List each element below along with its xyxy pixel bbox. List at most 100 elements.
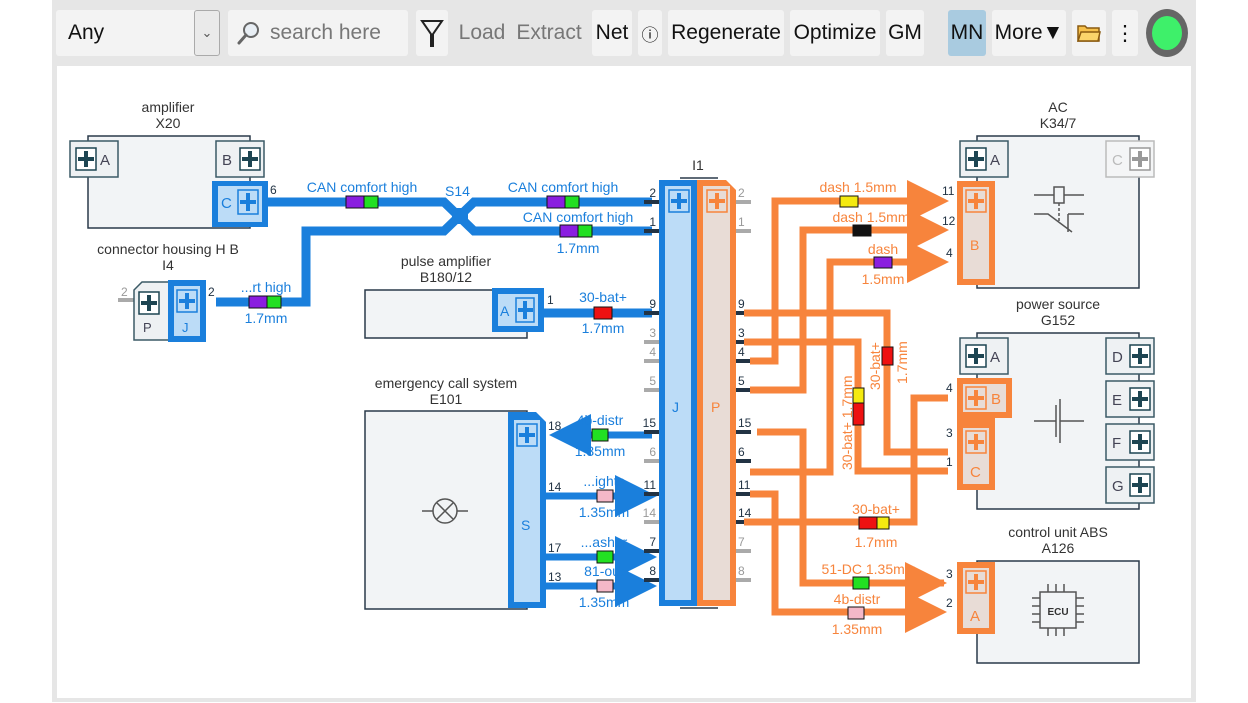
optimize-button[interactable]: Optimize: [790, 10, 880, 56]
svg-text:1.35mm: 1.35mm: [579, 504, 630, 520]
component-inline-I1[interactable]: I1 J P: [659, 157, 736, 609]
svg-text:51-DC 1.35mm: 51-DC 1.35mm: [822, 561, 917, 577]
wiring-diagram[interactable]: amplifier X20 A B C 6 connector housing …: [57, 66, 1191, 698]
svg-text:17: 17: [548, 541, 562, 555]
more-menu-button[interactable]: More▼: [992, 10, 1066, 56]
svg-text:J: J: [182, 320, 189, 335]
component-pulse-amplifier[interactable]: pulse amplifier B180/12 A 1: [364, 253, 554, 339]
status-indicator[interactable]: [1146, 9, 1188, 57]
pin-label: 8: [738, 564, 745, 578]
wire-label: CAN comfort high: [523, 209, 633, 225]
svg-text:3: 3: [946, 426, 953, 440]
splice-S14[interactable]: [452, 208, 468, 224]
connector-housing-id: I4: [162, 257, 174, 273]
pin-label: 7: [649, 535, 656, 549]
svg-text:A: A: [100, 152, 110, 169]
open-folder-button[interactable]: [1072, 10, 1106, 56]
svg-text:4b-distr: 4b-distr: [834, 591, 881, 607]
connector-A[interactable]: A: [69, 140, 119, 178]
load-button[interactable]: Load: [458, 21, 506, 44]
gm-button[interactable]: GM: [886, 10, 924, 56]
search-placeholder: search here: [270, 21, 381, 44]
svg-text:81-out: 81-out: [584, 563, 624, 579]
component-emergency-call-system[interactable]: emergency call system E101 S 18 14 17 13: [364, 375, 562, 610]
relay-icon: [1034, 186, 1084, 233]
component-amplifier[interactable]: amplifier X20 A B C 6: [69, 99, 277, 229]
svg-text:1: 1: [946, 455, 953, 469]
filter-select[interactable]: Any: [56, 10, 220, 56]
chevron-down-icon[interactable]: ⌄: [194, 10, 220, 56]
pin-label: 4: [649, 345, 656, 359]
regenerate-button[interactable]: Regenerate: [668, 10, 784, 56]
pin-label: 9: [738, 297, 745, 311]
net-button[interactable]: Net: [592, 10, 632, 56]
connector-C[interactable]: C: [212, 181, 268, 227]
pin-label: 3: [738, 326, 745, 340]
svg-text:K34/7: K34/7: [1040, 115, 1077, 131]
svg-text:11: 11: [942, 184, 955, 198]
svg-text:P: P: [143, 320, 152, 335]
pin-label: 15: [738, 416, 752, 430]
svg-text:1.5mm: 1.5mm: [862, 271, 905, 287]
kebab-menu-button[interactable]: ⋮: [1112, 10, 1138, 56]
svg-text:E101: E101: [430, 391, 463, 407]
extract-button[interactable]: Extract: [516, 21, 582, 44]
svg-text:dash 1.5mm: dash 1.5mm: [832, 209, 909, 225]
svg-text:pulse amplifier: pulse amplifier: [401, 253, 492, 269]
funnel-icon: [420, 20, 444, 47]
pin-label: 7: [738, 535, 745, 549]
diagram-canvas[interactable]: amplifier X20 A B C 6 connector housing …: [57, 66, 1191, 698]
connector-B[interactable]: B: [215, 140, 265, 178]
component-connector-housing[interactable]: connector housing H B I4 2 P J 2: [97, 241, 239, 342]
ecu-chip-icon: [1032, 584, 1084, 636]
wire-label: CAN comfort high: [508, 179, 618, 195]
svg-text:G152: G152: [1041, 312, 1075, 328]
pin-label: 15: [643, 416, 657, 430]
connector-housing-name: connector housing H B: [97, 241, 239, 257]
pin-label: 11: [738, 478, 751, 492]
svg-text:1.35mm: 1.35mm: [579, 594, 630, 610]
connector-label: G: [1112, 478, 1124, 495]
filter-button[interactable]: [416, 10, 448, 56]
component-abs[interactable]: control unit ABS A126 A 3 2 ECU: [946, 524, 1140, 664]
pin-label: 14: [643, 506, 657, 520]
info-button[interactable]: ⓘ: [638, 10, 662, 56]
svg-text:A126: A126: [1042, 540, 1075, 556]
svg-text:AC: AC: [1048, 99, 1067, 115]
svg-text:1.7mm: 1.7mm: [557, 240, 600, 256]
search-input[interactable]: search here: [228, 10, 408, 56]
svg-text:P: P: [711, 399, 720, 415]
svg-text:30-bat+: 30-bat+: [867, 342, 883, 390]
connector-label: D: [1112, 349, 1123, 366]
svg-text:power source: power source: [1016, 296, 1100, 312]
svg-text:J: J: [672, 399, 679, 415]
splice-label: S14: [445, 183, 470, 199]
component-ac[interactable]: AC K34/7 A C B 11 12 4: [942, 99, 1155, 289]
svg-text:B: B: [991, 391, 1001, 408]
filter-select-value: Any: [68, 21, 105, 44]
svg-text:30-bat+ 1.7mm: 30-bat+ 1.7mm: [839, 375, 855, 470]
search-icon: [237, 22, 259, 45]
svg-text:14: 14: [548, 480, 562, 494]
svg-text:4: 4: [946, 246, 953, 260]
pin-label: 4: [738, 345, 745, 359]
connector-label: E: [1112, 392, 1122, 409]
svg-text:6: 6: [270, 183, 277, 197]
wire-group-orange[interactable]: [744, 180, 949, 633]
pin-label: 9: [649, 297, 656, 311]
svg-text:dash: dash: [868, 241, 898, 257]
svg-text:4b-distr: 4b-distr: [577, 412, 624, 428]
mn-button[interactable]: MN: [948, 10, 986, 56]
svg-text:A: A: [970, 608, 980, 625]
svg-text:1: 1: [547, 293, 554, 307]
svg-text:...ights: ...ights: [583, 473, 624, 489]
svg-text:A: A: [990, 152, 1000, 169]
svg-text:2: 2: [121, 285, 128, 299]
svg-text:A: A: [990, 349, 1000, 366]
svg-text:B: B: [970, 237, 979, 253]
svg-text:...asher: ...asher: [581, 534, 628, 550]
svg-text:C: C: [221, 195, 232, 212]
svg-text:A: A: [500, 303, 510, 319]
